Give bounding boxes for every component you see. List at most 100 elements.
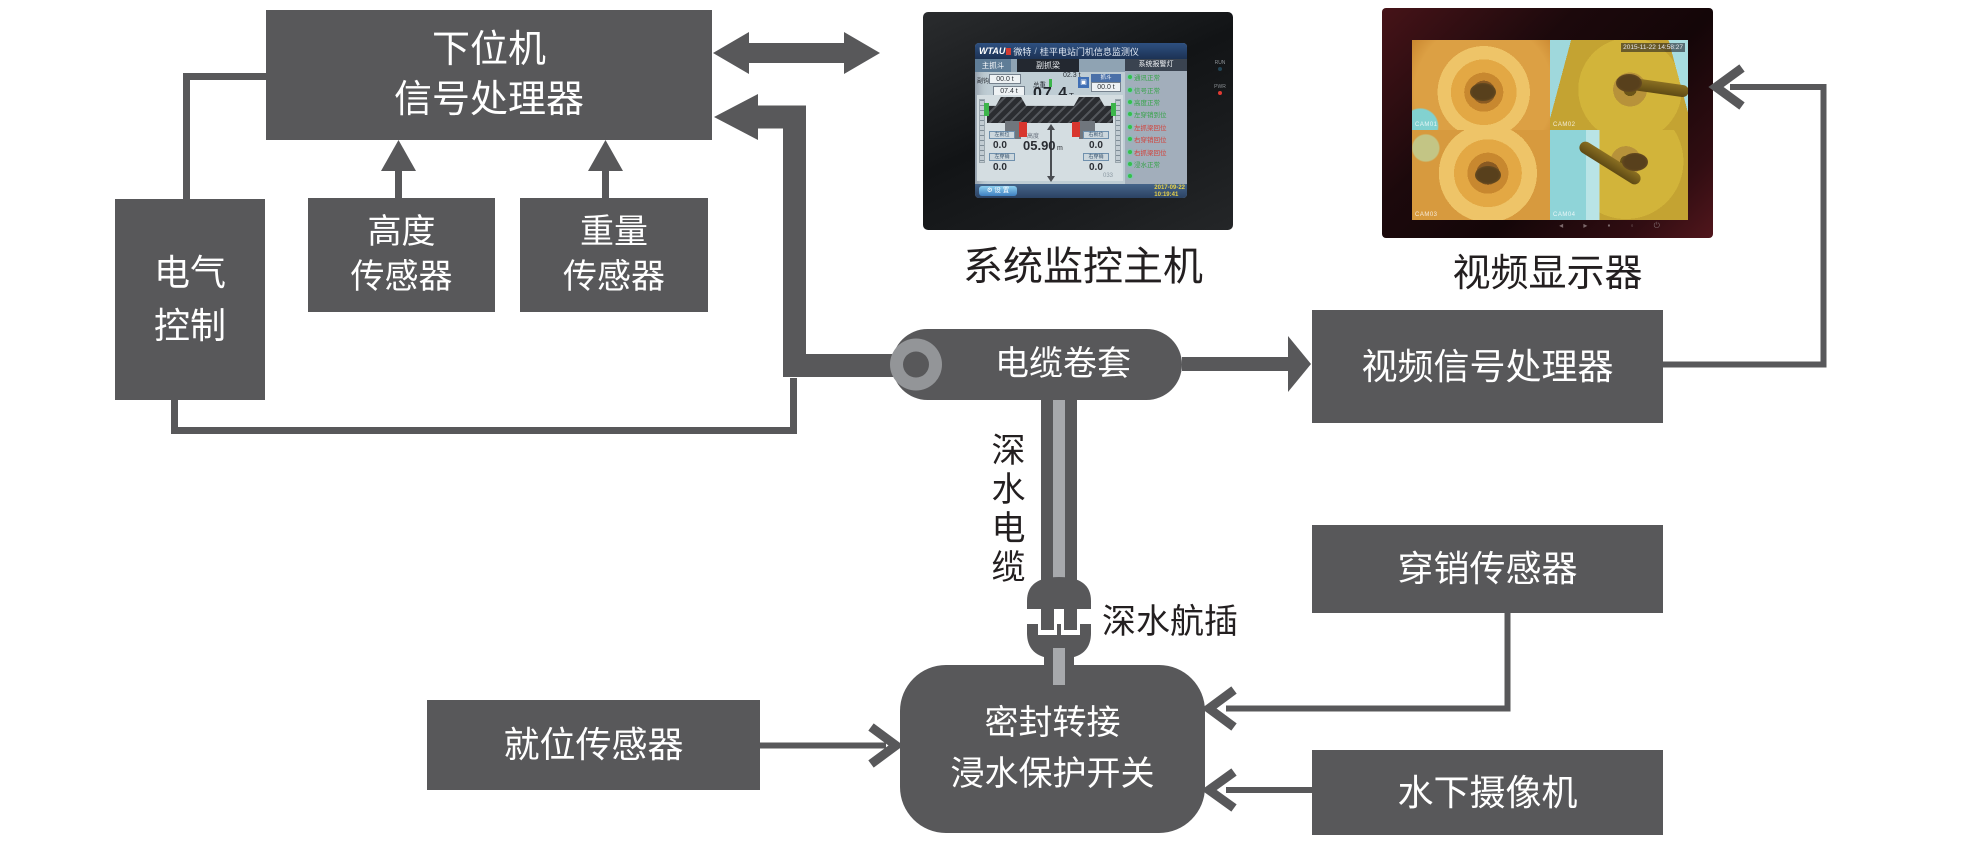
alarm-row: 右抓梁回位 (1125, 145, 1187, 157)
alarm-row: 通讯正常 (1125, 71, 1187, 83)
left-readout-1: 00.0 t (989, 74, 1021, 84)
brand-flag-icon (1006, 47, 1012, 55)
arrowhead-into-vsp (1288, 336, 1311, 392)
cam1-hub (1469, 83, 1496, 102)
value-right-inposition: 0.0 (1089, 140, 1103, 151)
alarm-led-icon (1128, 99, 1132, 104)
alarm-row-text: 右穿销回位 (1134, 137, 1167, 145)
box-electrical-control: 电气 控制 (115, 199, 265, 400)
cam2-view: 2015-11-22 14:58:27 CAM02 (1550, 40, 1688, 130)
grab-beam-shape (987, 97, 1113, 123)
corner-code: 033 (1102, 173, 1113, 179)
cam2-hub (1616, 74, 1643, 93)
chevron-underwater-camera (1201, 768, 1237, 812)
chip-left-pin: 左穿销 (989, 153, 1015, 161)
datetime-stamp: 2017-09-22 10:19:41 (1154, 185, 1185, 198)
label-deep-water-plug: 深水航插 (1102, 603, 1238, 641)
alarm-panel-header: 系统报警灯 (1125, 59, 1187, 71)
box-label-line: 电气 (153, 252, 226, 294)
plug-bottom-dome (1027, 624, 1091, 659)
box-label: 穿销传感器 (1397, 548, 1578, 590)
grab-icon: ▣ (1078, 77, 1089, 88)
value-left-pin: 0.0 (993, 162, 1007, 173)
alarm-row-text: 左穿销到位 (1134, 112, 1167, 120)
alarm-row-text: 通讯正常 (1134, 75, 1160, 83)
alarm-row: 高度正常 (1125, 96, 1187, 108)
box-pin-sensor: 穿销传感器 (1312, 525, 1663, 613)
tab-main-grab[interactable]: 主抓斗 (975, 59, 1011, 72)
settings-button[interactable]: ⚙ 设 置 (979, 186, 1017, 196)
box-underwater-camera: 水下摄像机 (1312, 750, 1663, 835)
tab-aux-beam[interactable]: 副抓梁 (1017, 59, 1079, 72)
brand-logo: WTAU (979, 46, 1006, 56)
run-led-icon (1218, 67, 1222, 71)
total-weight-label: 总重 (1033, 82, 1046, 89)
plug-prong-right (1064, 606, 1077, 630)
wire-pin-sensor (1226, 613, 1511, 712)
box-cable-reel-capsule: 电缆卷套 (892, 329, 1182, 400)
run-led-label: RUN (1214, 60, 1226, 66)
aux-weight-value: 02.3 t (1063, 72, 1081, 79)
cam1-label: CAM01 (1415, 122, 1438, 128)
box-label-line: 高度 (367, 213, 436, 252)
box-label-line: 传感器 (563, 258, 665, 296)
title-separator: / (1034, 46, 1037, 56)
alarm-row: 左穿销到位 (1125, 108, 1187, 120)
height-unit: m (1057, 145, 1063, 152)
right-scale-ruler (1115, 99, 1121, 163)
alarm-led-icon (1128, 174, 1132, 179)
chevron-inposition-sensor (868, 723, 904, 768)
alarm-led-icon (1128, 161, 1132, 166)
monitor-control-buttons[interactable]: ◂ ▸ ▪ ◦ ⏻ (1559, 221, 1669, 230)
height-arrow-down (1047, 176, 1055, 182)
right-pin-marker (1072, 122, 1080, 137)
alarm-led-icon (1128, 149, 1132, 154)
total-weight-indicator (1049, 79, 1052, 87)
brand-cn: 微特 (1013, 46, 1032, 57)
box-label-line: 浸水保护开关 (950, 755, 1155, 793)
plug-notch-right (1061, 622, 1080, 635)
photo-video-display: CAM01 2015-11-22 14:58:27 CAM02 CAM03 CA… (1382, 8, 1713, 238)
run-led: RUN (1211, 60, 1229, 71)
alarm-panel: 系统报警灯 通讯正常 信号正常 (1125, 59, 1187, 184)
box-label-line: 信号处理器 (393, 79, 584, 121)
cam3-label: CAM03 (1415, 212, 1438, 218)
value-left-inposition: 0.0 (993, 140, 1007, 151)
plug-prong-left (1041, 606, 1054, 630)
wire-trunk-thick (752, 105, 898, 377)
chevron-pin-sensor (1201, 686, 1237, 731)
pwr-led: PWR (1211, 84, 1229, 95)
chip-left-inposition: 左就位 (989, 131, 1015, 139)
box-inposition-sensor: 就位传感器 (427, 700, 760, 790)
right-level-indicator (1111, 103, 1116, 116)
box-lower-computer-signal-processor: 下位机 信号处理器 (266, 10, 712, 140)
right-readout-value: 00.0 t (1091, 82, 1121, 92)
monitor-host-screen: WTAU 微特 / 桂平电站门机信息监测仪 主抓斗 副抓梁 副钩 00.0 t … (975, 43, 1187, 198)
box-video-signal-processor: 视频信号处理器 (1312, 310, 1663, 423)
alarm-row-text: 浸水正常 (1134, 161, 1160, 169)
box-label: 电缆卷套 (995, 345, 1131, 384)
chip-right-inposition: 右就位 (1083, 131, 1109, 139)
cam2-label: CAM02 (1553, 122, 1576, 128)
label-deep-water-cable: 深水电缆 (986, 432, 1024, 588)
alarm-row (1125, 170, 1187, 182)
left-level-indicator (984, 103, 989, 116)
alarm-row-text: 右抓梁回位 (1134, 149, 1167, 157)
alarm-row-text: 高度正常 (1134, 99, 1160, 107)
wire-electrical-top (183, 73, 266, 199)
box-label-line: 密封转接 (984, 704, 1121, 742)
arrowhead-height-sensor (381, 140, 416, 171)
alarm-row: 信号正常 (1125, 83, 1187, 95)
pwr-led-icon (1218, 91, 1222, 95)
chip-right-pin: 右穿销 (1083, 153, 1109, 161)
deep-cable-core (1053, 400, 1065, 583)
box-label: 水下摄像机 (1397, 771, 1578, 813)
box-label: 就位传感器 (503, 724, 684, 766)
height-arrow-up (1047, 124, 1055, 130)
chevron-into-display (1708, 64, 1745, 110)
arrowhead-into-main-box (714, 94, 758, 140)
video-display-screen: CAM01 2015-11-22 14:58:27 CAM02 CAM03 CA… (1412, 40, 1688, 220)
box-label-line: 重量 (580, 213, 648, 252)
left-scale-ruler (979, 99, 985, 163)
cam3-hub (1475, 166, 1502, 184)
